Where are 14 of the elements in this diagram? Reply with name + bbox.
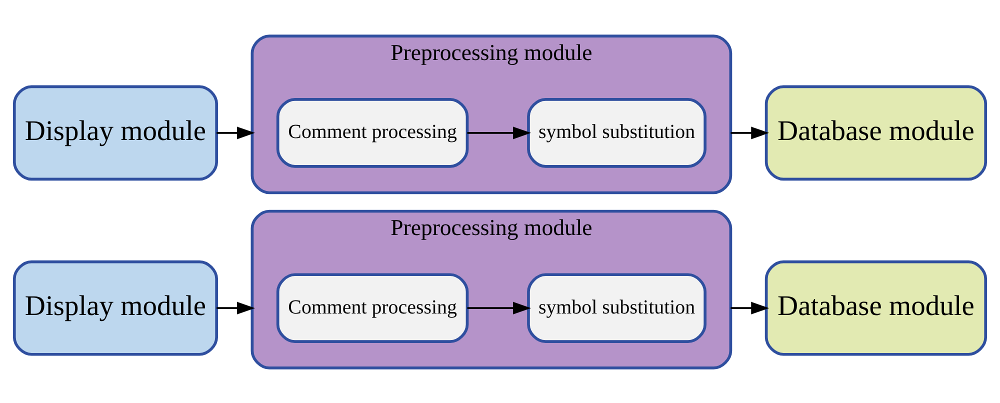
- node-box: Display module: [12, 84, 218, 180]
- arrow: [730, 301, 770, 314]
- node-box: Comment processing: [276, 272, 469, 342]
- node-box: Database module: [764, 84, 988, 180]
- node-box: Display module: [12, 260, 218, 356]
- arrow: [730, 126, 770, 139]
- arrow: [467, 301, 532, 314]
- arrow: [216, 301, 255, 314]
- node-box: Database module: [764, 260, 988, 356]
- arrow: [216, 126, 255, 139]
- node-box: symbol substitution: [527, 98, 706, 168]
- node-box: Comment processing: [276, 98, 469, 168]
- arrow: [467, 126, 531, 139]
- node-box: symbol substitution: [527, 272, 706, 342]
